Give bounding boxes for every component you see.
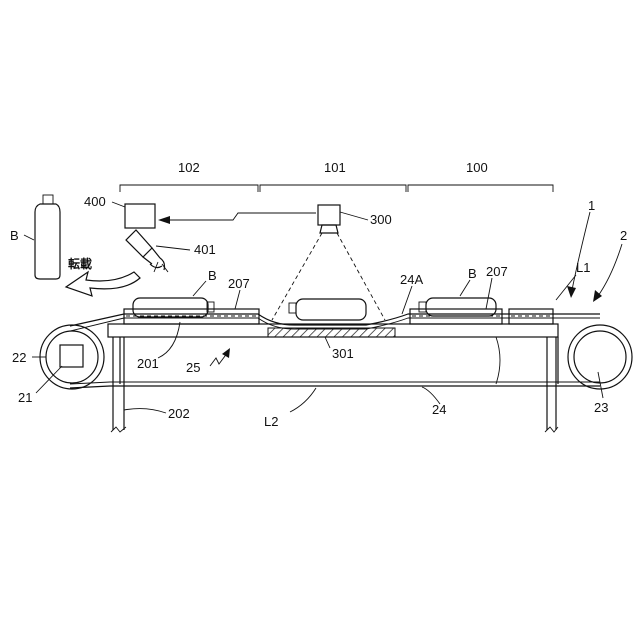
arrow-25-head: [222, 348, 230, 358]
label-25: 25: [186, 360, 200, 375]
label-201: 201: [137, 356, 159, 371]
label-22: 22: [12, 350, 26, 365]
label-transfer: 転載: [68, 256, 92, 271]
holder-207-far: [509, 309, 553, 324]
label-2: 2: [620, 228, 627, 243]
label-23: 23: [594, 400, 608, 415]
label-202: 202: [168, 406, 190, 421]
camera-view-right: [337, 233, 385, 320]
leader-207-right: [486, 278, 492, 309]
bottle-standing: [35, 195, 60, 279]
leader-207-left: [235, 290, 240, 309]
label-207-left: 207: [228, 276, 250, 291]
signal-arrow: [158, 213, 316, 224]
leader-bottle-left: [24, 235, 34, 240]
transfer-arrow: [66, 272, 140, 296]
leader-300: [340, 212, 368, 220]
label-24: 24: [432, 402, 446, 417]
bottle-lying-center: [289, 299, 366, 320]
label-400: 400: [84, 194, 106, 209]
plate-301: [268, 328, 395, 337]
label-24A: 24A: [400, 272, 423, 287]
leader-bottle-mid: [193, 281, 206, 296]
label-L2: L2: [264, 414, 278, 429]
label-300: 300: [370, 212, 392, 227]
label-L1: L1: [576, 260, 590, 275]
label-bottle-mid: B: [208, 268, 217, 283]
leader-bottle-right: [460, 280, 470, 296]
label-bottle-right: B: [468, 266, 477, 281]
label-401: 401: [194, 242, 216, 257]
zone-bracket-102: [120, 185, 258, 192]
leader-201: [158, 322, 180, 358]
leader-202: [124, 409, 166, 413]
bottle-lying-right: [419, 298, 496, 316]
zone-bracket-100: [408, 185, 553, 192]
arrow-2: [598, 244, 622, 296]
label-102: 102: [178, 160, 200, 175]
label-21: 21: [18, 390, 32, 405]
processing-box-400: [125, 204, 155, 228]
label-100: 100: [466, 160, 488, 175]
leader-400: [112, 202, 125, 207]
label-101: 101: [324, 160, 346, 175]
arrow-1: [572, 212, 590, 290]
pulley-23: [568, 325, 632, 389]
label-bottle-left: B: [10, 228, 19, 243]
label-301: 301: [332, 346, 354, 361]
leader-301: [325, 337, 330, 348]
arrow-1-head: [567, 286, 576, 298]
leader-L2: [290, 388, 316, 412]
camera-view-left: [272, 233, 322, 320]
leader-23: [598, 372, 603, 398]
label-207-right: 207: [486, 264, 508, 279]
zone-bracket-101: [260, 185, 406, 192]
camera-300: [318, 205, 340, 233]
leader-401: [156, 246, 190, 250]
label-1: 1: [588, 198, 595, 213]
robot-arm-401: [126, 230, 168, 272]
